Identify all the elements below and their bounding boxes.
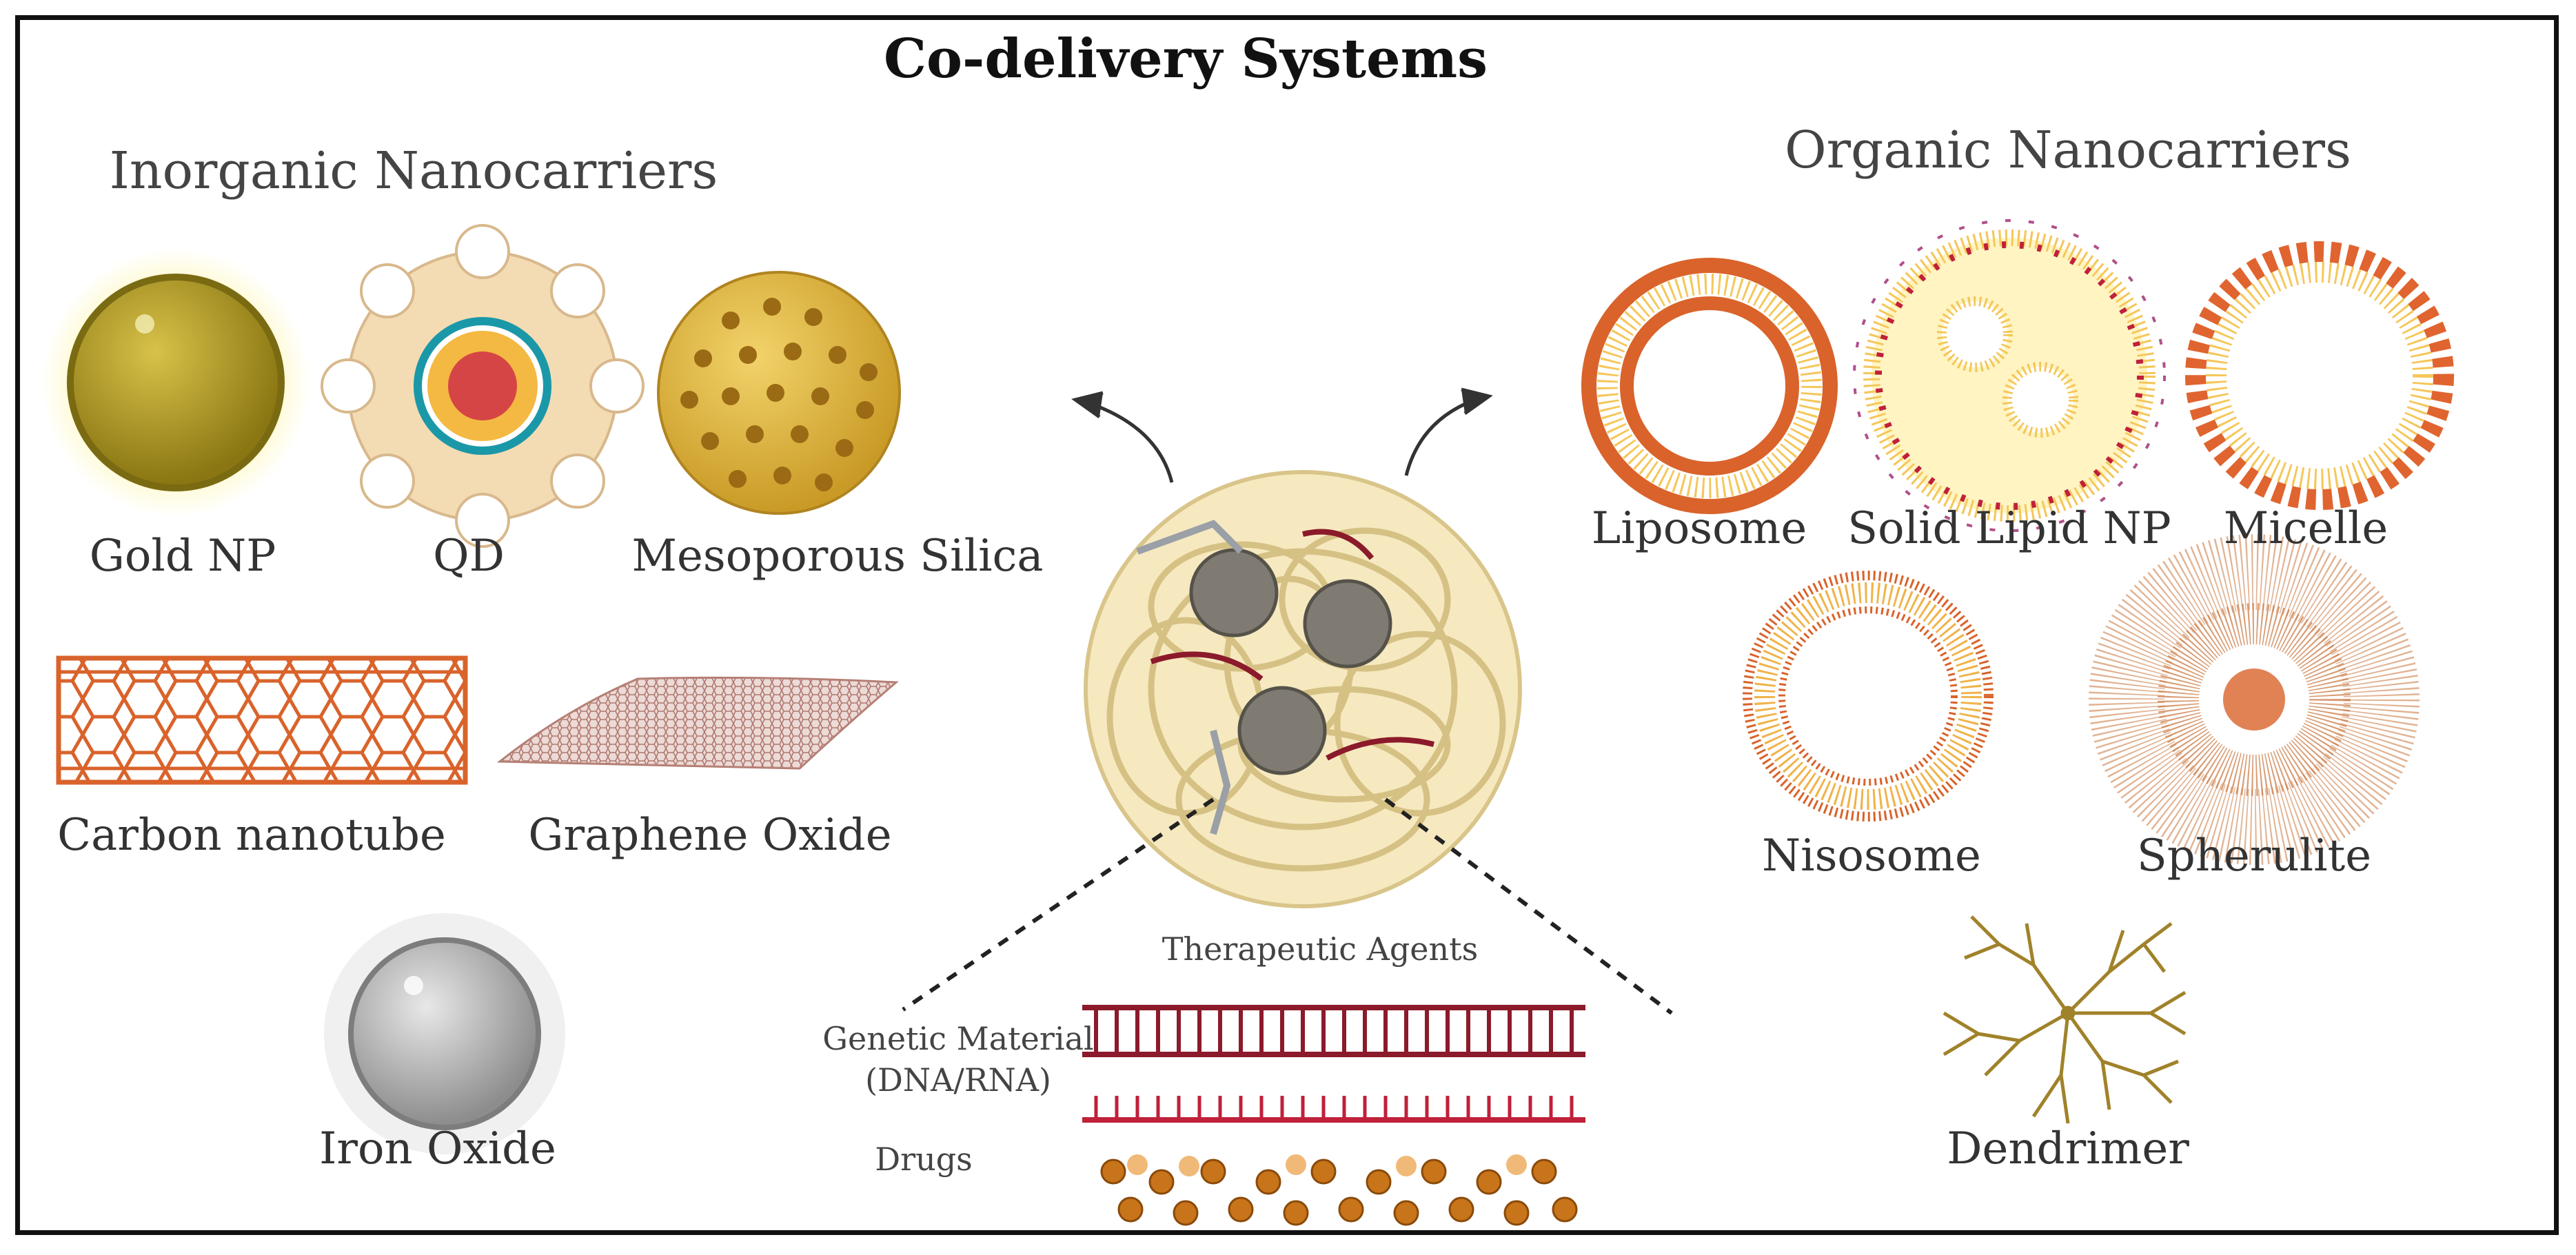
zoom-line-left xyxy=(902,797,1215,1012)
drug-molecules-icon xyxy=(1100,1154,1578,1226)
spherulite-icon xyxy=(2089,534,2420,865)
therapeutic-agents-heading: Therapeutic Agents xyxy=(1162,930,1479,968)
label-solid-lipid-np: Solid Lipid NP xyxy=(1847,503,2171,554)
arrow-right-icon xyxy=(1404,387,1493,476)
label-graphene-oxide: Graphene Oxide xyxy=(528,810,892,861)
diagram-title: Co-delivery Systems xyxy=(883,28,1488,90)
label-spherulite: Spherulite xyxy=(2136,830,2372,881)
mesoporous-silica-icon xyxy=(657,271,901,515)
codelivery-nanoparticle-icon xyxy=(1084,470,1522,908)
graphene-oxide-icon xyxy=(496,676,899,770)
liposome-icon xyxy=(1581,258,1838,514)
label-carbon-nanotube: Carbon nanotube xyxy=(57,810,446,861)
label-drugs: Drugs xyxy=(875,1141,973,1178)
gold-np-icon xyxy=(41,248,310,517)
label-gold-np: Gold NP xyxy=(89,531,276,582)
label-genetic-material: Genetic Material xyxy=(822,1020,1094,1057)
label-mesoporous-silica: Mesoporous Silica xyxy=(631,531,1044,582)
iron-oxide-icon xyxy=(324,913,565,1154)
label-micelle: Micelle xyxy=(2223,503,2389,554)
dna-double-strand-icon xyxy=(1082,1005,1585,1057)
nisosome-icon xyxy=(1743,571,1994,822)
dendrimer-icon xyxy=(1943,915,2187,1124)
label-nisosome: Nisosome xyxy=(1762,830,1981,881)
quantum-dot-icon xyxy=(321,224,645,548)
label-qd: QD xyxy=(433,531,505,582)
zoom-line-right xyxy=(1384,797,1673,1015)
label-dna-rna: (DNA/RNA) xyxy=(865,1061,1051,1099)
label-liposome: Liposome xyxy=(1591,503,1807,554)
label-dendrimer: Dendrimer xyxy=(1947,1123,2189,1174)
rna-single-strand-icon xyxy=(1082,1096,1585,1123)
solid-lipid-np-icon xyxy=(1853,219,2166,532)
carbon-nanotube-icon xyxy=(56,655,468,785)
organic-heading: Organic Nanocarriers xyxy=(1784,121,2352,180)
micelle-icon xyxy=(2185,241,2454,510)
inorganic-heading: Inorganic Nanocarriers xyxy=(109,141,718,201)
label-iron-oxide: Iron Oxide xyxy=(319,1123,556,1174)
arrow-left-icon xyxy=(1071,391,1174,483)
